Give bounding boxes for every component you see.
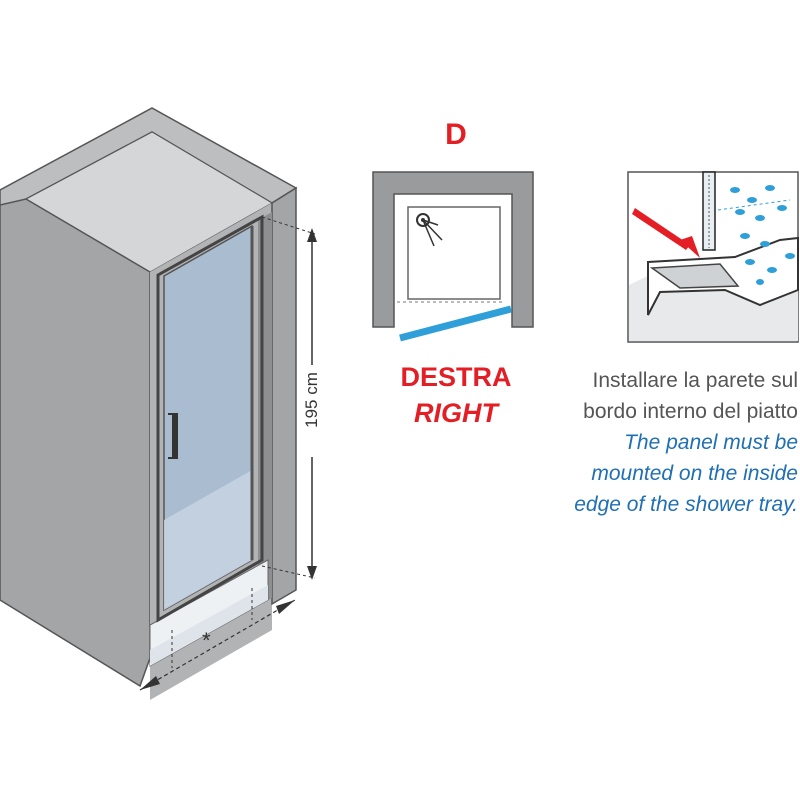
note-it-line: Installare la parete sul <box>592 369 798 392</box>
water-drops-icon <box>730 185 795 285</box>
door-position-line <box>399 305 512 342</box>
right-wall <box>271 186 297 606</box>
side-label: D <box>445 118 467 151</box>
width-mark: * <box>202 628 211 653</box>
instruction-note-it: Installare la parete sul bordo interno d… <box>583 365 798 427</box>
note-en-line: edge of the shower tray. <box>574 493 798 516</box>
plan-walls <box>372 171 534 328</box>
shower-tray-edge <box>150 585 268 666</box>
red-arrow-icon <box>632 208 690 250</box>
shower-head-icon <box>416 213 430 227</box>
width-dimension-line <box>139 599 296 691</box>
direction-label-it: DESTRA <box>400 362 512 392</box>
instruction-note-en: The panel must be mounted on the inside … <box>574 427 798 520</box>
right-wall-inner <box>258 212 272 606</box>
note-en-line: mounted on the inside <box>591 462 798 485</box>
left-wall <box>0 198 151 688</box>
plan-view <box>372 171 534 342</box>
shower-enclosure-3d <box>0 107 324 700</box>
door-handle <box>172 414 178 458</box>
glass-door-lower-reflection <box>164 470 252 610</box>
note-en-line: The panel must be <box>624 431 798 454</box>
detail-view <box>627 171 799 343</box>
door-frame <box>156 214 264 623</box>
note-it-line: bordo interno del piatto <box>583 400 798 423</box>
direction-label-en: RIGHT <box>414 398 498 428</box>
